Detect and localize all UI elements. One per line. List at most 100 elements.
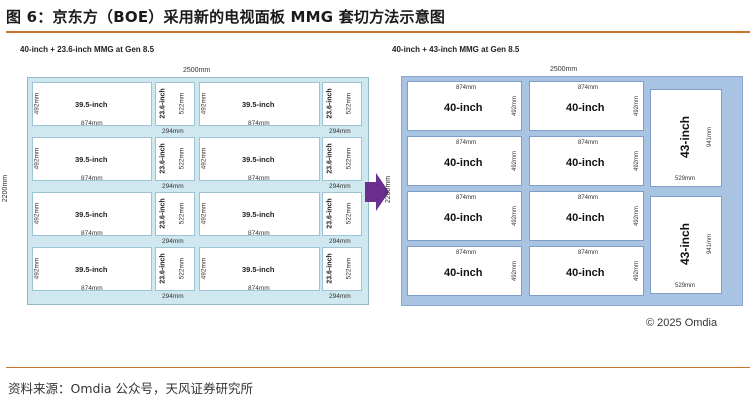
panel-width-label: 874mm (81, 175, 103, 182)
panel-height-label: 492mm (200, 202, 208, 225)
left-width-label: 2500mm (183, 67, 211, 74)
left-panel-title: 40-inch + 23.6-inch MMG at Gen 8.5 (20, 45, 155, 54)
panel-size-label: 39.5-inch (75, 155, 108, 164)
panel-height-label: 492mm (634, 150, 641, 172)
panel-width-label: 294mm (162, 183, 184, 190)
panel-size-label: 39.5-inch (242, 265, 275, 274)
panel-size-label: 39.5-inch (75, 210, 108, 219)
panel-size-label: 23.6-inch (159, 88, 167, 119)
panel-height-label: 492mm (33, 92, 41, 115)
right-width-label: 2500mm (550, 66, 578, 73)
panel-height-label: 522mm (345, 257, 353, 280)
figure-title: 图 6：京东方（BOE）采用新的电视面板 MMG 套切方法示意图 (6, 8, 446, 26)
panel-size-label: 23.6-inch (326, 198, 334, 229)
panel-height-label: 492mm (634, 95, 641, 117)
panel-40-inch: 874mm 40-inch 492mm (529, 191, 644, 241)
panel-size-label: 23.6-inch (326, 143, 334, 174)
panel-height-label: 522mm (345, 147, 353, 170)
panel-height-label: 492mm (512, 260, 519, 282)
panel-height-label: 941mm (707, 233, 714, 255)
panel-width-label: 874mm (248, 175, 270, 182)
panel-width-label: 294mm (329, 293, 351, 300)
panel-size-label: 23.6-inch (159, 253, 167, 284)
panel-size-label: 40-inch (566, 157, 605, 169)
panel-height-label: 492mm (33, 257, 41, 280)
panel-39-5-inch: 39.5-inch 492mm 874mm (199, 82, 320, 127)
panel-width-label: 874mm (456, 195, 477, 201)
panel-40-inch: 874mm 40-inch 492mm (529, 246, 644, 296)
panel-40-inch: 874mm 40-inch 492mm (407, 136, 522, 186)
panel-size-label: 40-inch (444, 157, 483, 169)
panel-23-6-inch: 23.6-inch 522mm (155, 82, 195, 126)
panel-size-label: 39.5-inch (242, 100, 275, 109)
panel-23-6-inch: 23.6-inch 522mm (322, 192, 362, 236)
panel-size-label: 43-inch (678, 115, 693, 159)
footer-divider (6, 367, 750, 368)
panel-width-label: 874mm (578, 195, 599, 201)
panel-width-label: 874mm (456, 250, 477, 256)
panel-height-label: 492mm (634, 205, 641, 227)
panel-width-label: 294mm (162, 128, 184, 135)
panel-39-5-inch: 39.5-inch 492mm 874mm (32, 82, 152, 127)
title-divider (6, 31, 750, 33)
panel-width-label: 874mm (578, 250, 599, 256)
panel-size-label: 43-inch (678, 222, 693, 266)
right-height-label: 2200mm (385, 175, 393, 204)
panel-width-label: 294mm (162, 293, 184, 300)
panel-size-label: 40-inch (566, 267, 605, 279)
panel-height-label: 492mm (33, 147, 41, 170)
panel-height-label: 492mm (33, 202, 41, 225)
panel-size-label: 40-inch (444, 212, 483, 224)
panel-size-label: 39.5-inch (242, 210, 275, 219)
panel-width-label: 874mm (248, 120, 270, 127)
panel-size-label: 23.6-inch (326, 253, 334, 284)
panel-height-label: 522mm (178, 202, 186, 225)
panel-width-label: 529mm (675, 176, 696, 182)
panel-39-5-inch: 39.5-inch 492mm 874mm (32, 137, 152, 182)
panel-width-label: 874mm (456, 140, 477, 146)
panel-width-label: 294mm (162, 238, 184, 245)
panel-size-label: 40-inch (444, 267, 483, 279)
left-height-label: 2200mm (2, 174, 10, 203)
panel-40-inch: 874mm 40-inch 492mm (529, 136, 644, 186)
panel-height-label: 522mm (345, 202, 353, 225)
panel-width-label: 874mm (578, 140, 599, 146)
panel-39-5-inch: 39.5-inch 492mm 874mm (32, 247, 152, 292)
panel-width-label: 294mm (329, 183, 351, 190)
panel-height-label: 492mm (200, 257, 208, 280)
panel-size-label: 40-inch (566, 212, 605, 224)
panel-height-label: 522mm (178, 257, 186, 280)
panel-size-label: 39.5-inch (75, 265, 108, 274)
panel-height-label: 492mm (634, 260, 641, 282)
panel-size-label: 23.6-inch (159, 143, 167, 174)
panel-23-6-inch: 23.6-inch 522mm (322, 247, 362, 291)
panel-40-inch: 874mm 40-inch 492mm (407, 246, 522, 296)
panel-height-label: 492mm (512, 150, 519, 172)
panel-height-label: 492mm (512, 95, 519, 117)
panel-size-label: 39.5-inch (242, 155, 275, 164)
left-glass-substrate: 39.5-inch 492mm 874mm 23.6-inch 522mm 294mm 39… (27, 77, 369, 305)
right-panel-title: 40-inch + 43-inch MMG at Gen 8.5 (392, 45, 520, 54)
panel-size-label: 39.5-inch (75, 100, 108, 109)
panel-43-inch: 43-inch 941mm 529mm (650, 196, 722, 294)
panel-width-label: 874mm (578, 85, 599, 91)
panel-23-6-inch: 23.6-inch 522mm (155, 247, 195, 291)
panel-width-label: 874mm (81, 285, 103, 292)
panel-23-6-inch: 23.6-inch 522mm (322, 137, 362, 181)
panel-height-label: 492mm (200, 92, 208, 115)
panel-width-label: 294mm (329, 128, 351, 135)
arrow-right-icon (365, 173, 389, 211)
panel-width-label: 529mm (675, 283, 696, 289)
panel-width-label: 874mm (81, 120, 103, 127)
panel-height-label: 522mm (178, 92, 186, 115)
